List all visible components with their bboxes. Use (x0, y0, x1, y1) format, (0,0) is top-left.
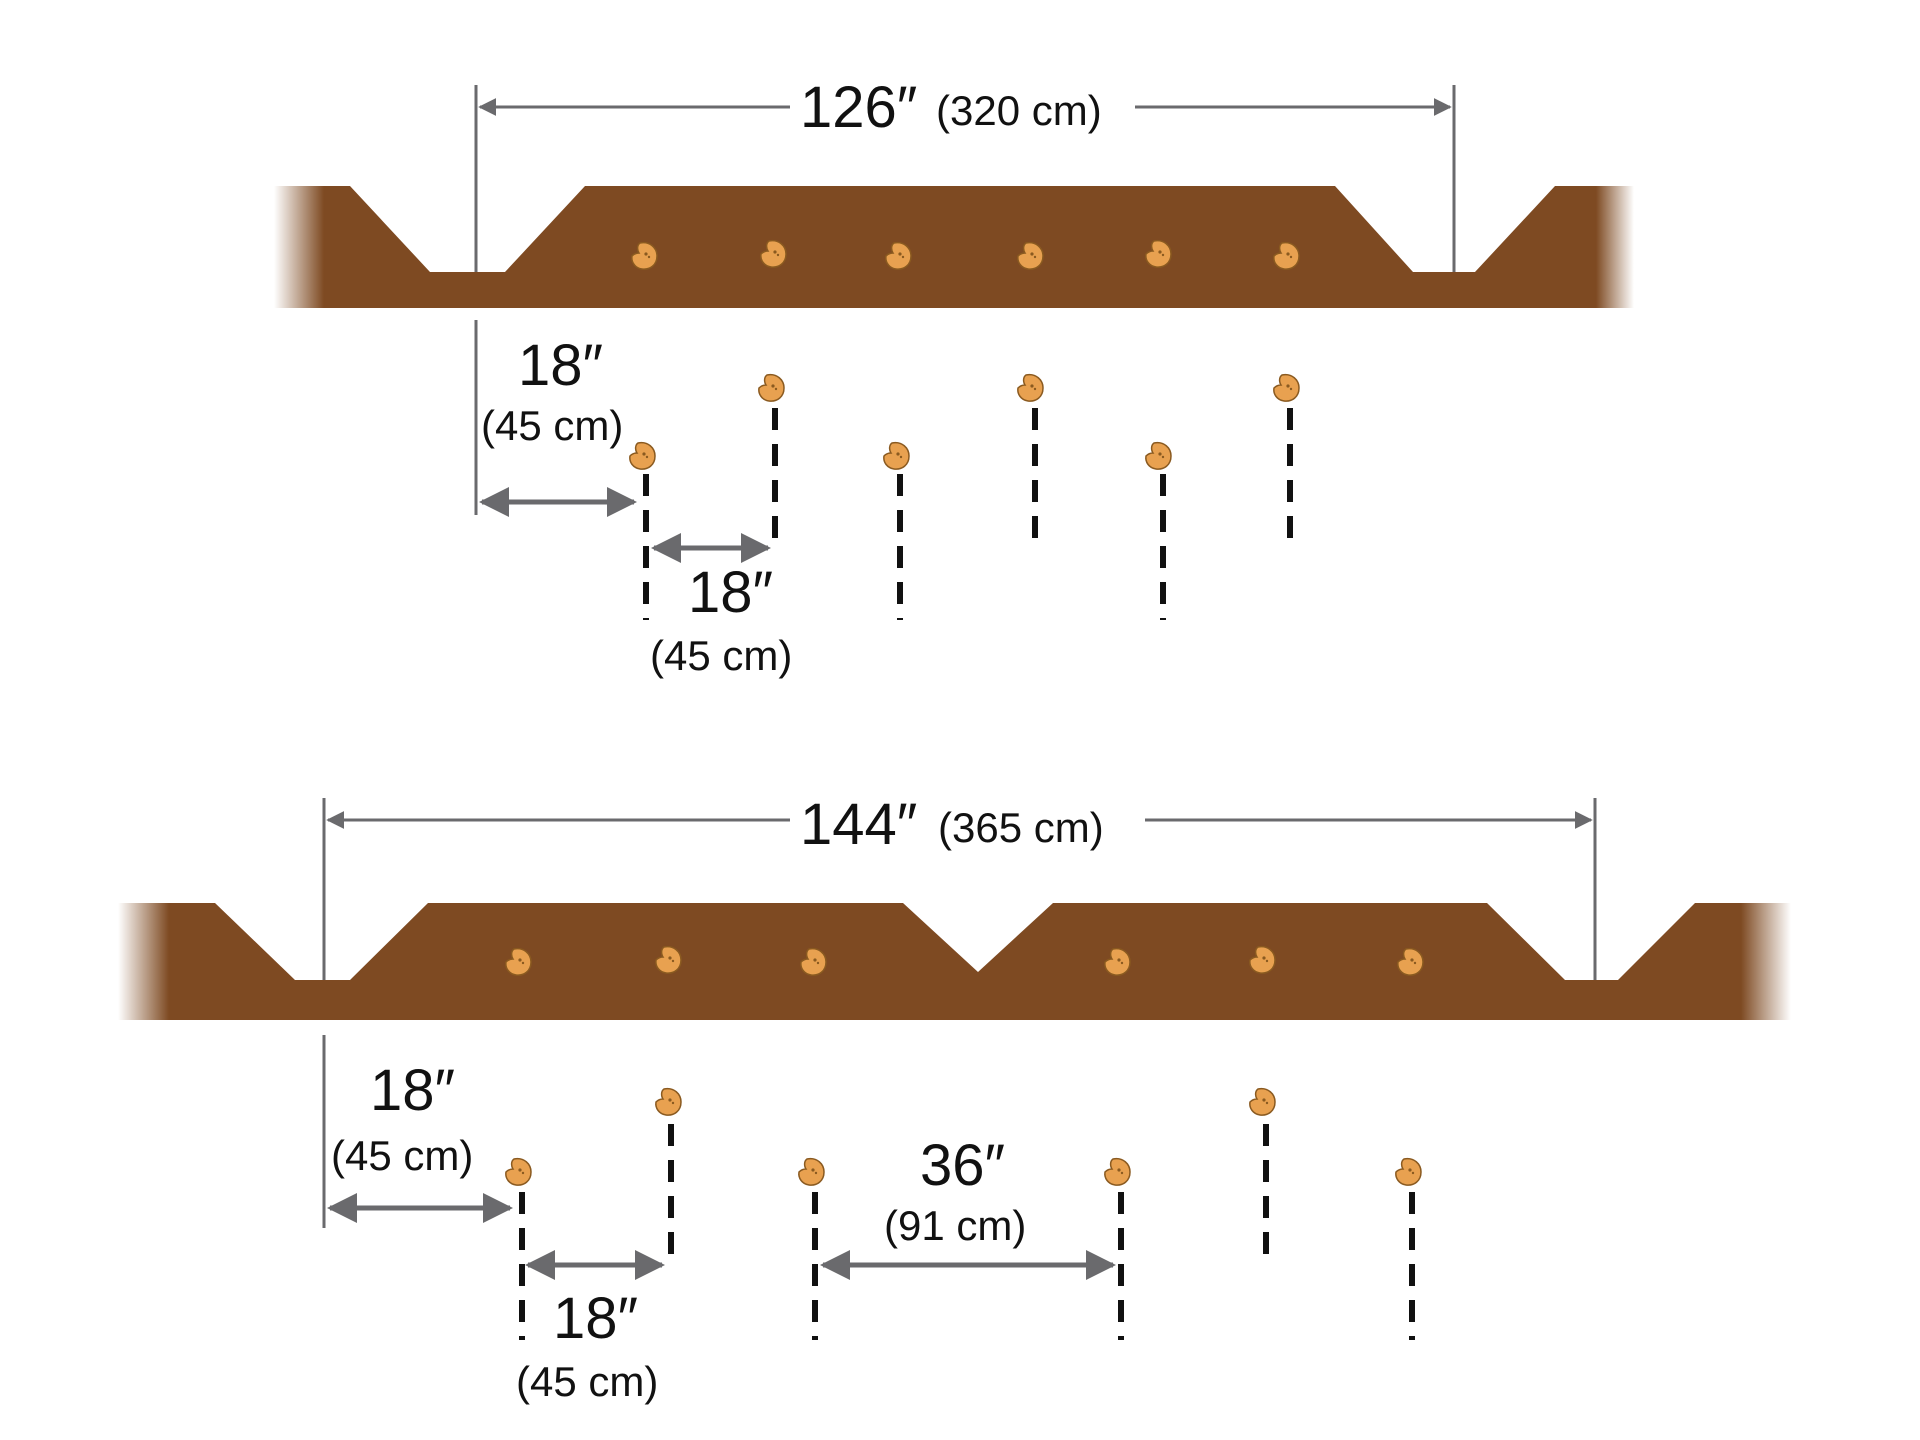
sweet-potato-slip-icon (655, 1087, 682, 1116)
double-plan-plants (505, 1087, 1422, 1340)
double-bed-width-metric: (365 cm) (938, 804, 1104, 851)
double-edge-spacing-label: 18″ (370, 1058, 455, 1123)
single-bed-width-metric: (320 cm) (936, 87, 1102, 134)
sweet-potato-slip-icon (798, 1157, 825, 1186)
single-plant-spacing-metric: (45 cm) (650, 632, 792, 679)
sweet-potato-slip-icon (758, 373, 785, 402)
single-edge-spacing-label: 18″ (518, 333, 603, 398)
single-bed-soil (320, 186, 1600, 308)
single-bed-soil-fade-left (274, 186, 324, 308)
single-plant-spacing-label: 18″ (688, 560, 773, 625)
single-bed-soil-fade-right (1596, 186, 1634, 308)
double-edge-spacing-metric: (45 cm) (331, 1132, 473, 1179)
single-bed-section: 126″ (320 cm) (274, 75, 1634, 679)
single-bed-width-label: 126″ (800, 75, 917, 140)
double-bed-section: 144″ (365 cm) (118, 792, 1791, 1405)
sweet-potato-slip-icon (1145, 441, 1172, 470)
sweet-potato-slip-icon (1017, 373, 1044, 402)
double-row-gap-metric: (91 cm) (884, 1202, 1026, 1249)
double-bed-soil-fade-right (1741, 903, 1791, 1020)
sweet-potato-slip-icon (1249, 1087, 1276, 1116)
sweet-potato-slip-icon (1395, 1157, 1422, 1186)
double-plant-spacing-label: 18″ (553, 1286, 638, 1351)
sweet-potato-slip-icon (883, 441, 910, 470)
double-bed-soil (165, 903, 1745, 1020)
double-plant-spacing-metric: (45 cm) (516, 1358, 658, 1405)
sweet-potato-slip-icon (629, 441, 656, 470)
sweet-potato-slip-icon (505, 1157, 532, 1186)
single-edge-spacing-metric: (45 cm) (481, 402, 623, 449)
double-bed-width-label: 144″ (800, 792, 917, 857)
sweet-potato-slip-icon (1104, 1157, 1131, 1186)
double-bed-soil-fade-left (118, 903, 169, 1020)
sweet-potato-slip-icon (1273, 373, 1300, 402)
double-row-gap-label: 36″ (920, 1133, 1005, 1198)
single-plan-plants (629, 373, 1300, 620)
